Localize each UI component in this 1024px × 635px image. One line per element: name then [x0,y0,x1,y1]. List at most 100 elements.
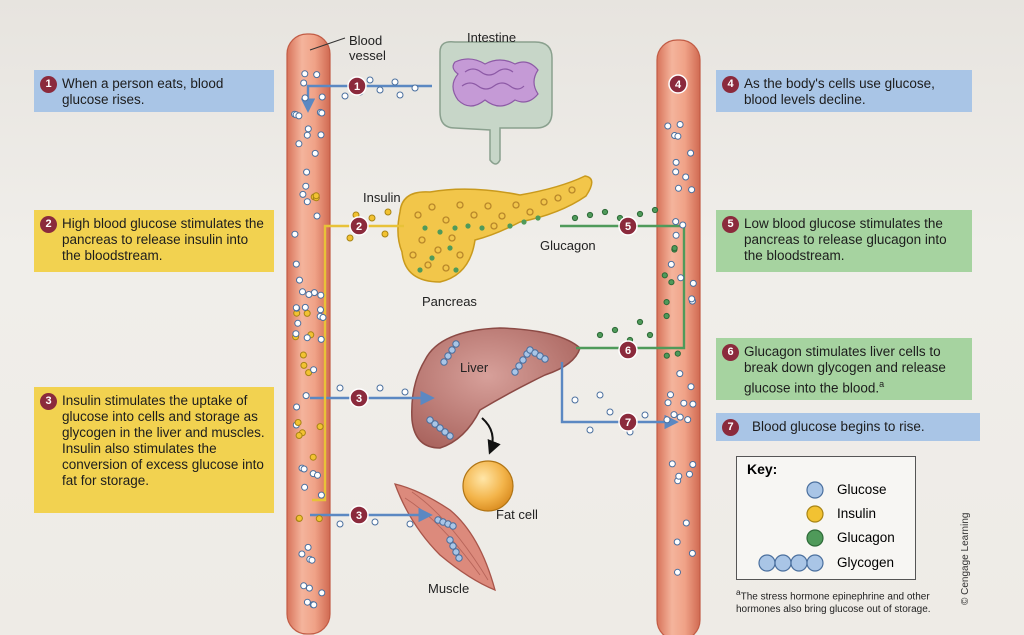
glucose-molecule [586,426,594,434]
glucose-molecule [672,158,680,166]
insulin-molecule [368,214,376,222]
insulin-molecule [384,208,392,216]
glucose-molecule [303,131,311,139]
glucagon-molecule [663,299,670,306]
glucose-molecule [667,391,674,399]
glucose-molecule [301,303,309,311]
step-5-box: 5 Low blood glucose stimulates the pancr… [716,210,972,272]
glucose-molecule [318,109,326,117]
diagram-badge-1 [347,76,367,96]
glucose-molecule [319,314,327,321]
glucose-molecule [676,413,684,421]
liver-to-fat-arrow [481,417,501,455]
glucose-molecule [292,304,300,312]
key-insulin-swatch [806,505,824,523]
glucagon-molecule [646,331,654,339]
diagram-badge-5 [618,216,638,236]
glycogen-unit [519,356,527,364]
glucose-molecule [668,460,676,468]
glycogen-unit [446,432,454,440]
glucose-molecule [341,92,349,100]
glucagon-molecule [651,206,659,214]
glucose-molecule [317,131,325,139]
glucose-molecule [318,93,326,101]
glycogen-unit [448,346,456,354]
step-1-box: 1 When a person eats, blood glucose rise… [34,70,274,112]
glucose-molecule [670,411,678,419]
glycogen-unit [452,548,460,556]
key-insulin-label: Insulin [837,506,877,521]
insulin-molecule [299,351,307,359]
pancreas-illustration [397,175,593,283]
diagram-badge-5-number: 5 [625,221,631,233]
glucose-molecule [641,411,649,419]
glucose-molecule [302,392,310,400]
glucagon-molecule [668,279,675,286]
step-6-footnote-mark: a [879,379,885,389]
glucagon-molecule [663,312,670,320]
glucagon-molecule [636,210,644,218]
glycogen-unit [515,362,523,370]
glucose-molecule [675,184,682,192]
insulin-molecule [303,309,311,317]
glucose-molecule [294,319,302,327]
diagram-badge-2 [349,216,369,236]
glucose-molecule [303,334,311,342]
glucose-molecule [310,601,318,609]
glucose-molecule [376,384,384,392]
glucose-molecule [295,140,303,148]
glycogen-unit [444,352,452,360]
glucose-molecule [689,400,697,408]
key-glucose-swatch [806,481,824,499]
step-7-box: 7 Blood glucose begins to rise. [716,413,980,441]
glucagon-molecule [671,245,678,252]
glycogen-unit [441,428,449,436]
glycogen-unit [436,424,444,432]
glucose-molecule [571,396,579,404]
glucose-molecule [303,168,311,176]
glucose-molecule [292,260,300,268]
blood-vessel-label-line1: Blood [349,33,383,48]
step-3-badge: 3 [40,393,57,410]
blood-vessel-leader [309,37,346,51]
glucose-molecule [311,149,319,157]
glucose-molecule [687,383,695,391]
glucagon-molecule [663,352,670,359]
glucose-molecule [301,483,309,491]
glucose-molecule [296,276,303,284]
glucose-molecule [302,182,310,190]
step-6-box: 6 Glucagon stimulates liver cells to bre… [716,338,972,400]
diagram-badge-7-number: 7 [625,417,631,429]
glycogen-unit [541,355,549,363]
glucose-along-arrows [336,76,659,528]
glucose-molecule [684,416,692,424]
glucose-molecule [674,132,682,140]
key-title: Key: [747,461,778,477]
glucose-molecule [672,218,680,226]
step-7-badge: 7 [722,419,739,436]
glucose-molecule [664,122,672,130]
glucose-molecule [292,330,300,338]
glucagon-molecule [636,318,644,326]
glucose-molecule [401,388,409,396]
diagram-badge-3 [349,388,369,408]
glucose-molecule [313,212,321,220]
key-glycogen-label: Glycogen [837,555,895,570]
glycogen-unit [446,536,454,544]
insulin-molecule [316,423,324,431]
left-vessel-contents [291,70,327,609]
diagram-badge-3 [349,505,369,525]
diagram-badge-3-number: 3 [356,510,362,522]
diagram-badge-6-number: 6 [625,345,631,357]
glucose-molecule [317,491,325,499]
insulin-label: Insulin [363,190,401,205]
glucose-molecule [310,366,318,374]
glycogen-unit [426,416,434,424]
glycogen-unit [449,542,457,550]
glucose-molecule [304,543,312,551]
glucose-molecule [596,391,604,399]
glucose-molecule [299,190,307,198]
glucose-molecule [300,582,308,590]
